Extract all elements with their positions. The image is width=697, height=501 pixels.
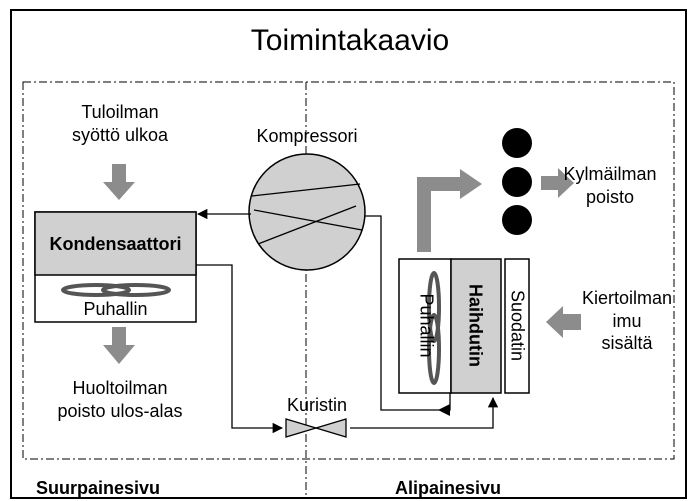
exhaust-label: Huoltoilman poisto ulos-alas — [25, 377, 215, 422]
intake-label: Tuloilman syöttö ulkoa — [40, 101, 200, 146]
return-line-arrowhead — [438, 404, 450, 416]
return-air-label: Kiertoilman imu sisältä — [567, 287, 687, 355]
condenser-fan-label: Puhallin — [83, 299, 148, 319]
outlet-dot-1 — [502, 128, 532, 158]
outlet-dot-3 — [502, 205, 532, 235]
evaporator-label: Haihdutin — [465, 284, 486, 367]
cold-air-line-1: Kylmäilman — [563, 164, 657, 184]
intake-line-2: syöttö ulkoa — [71, 124, 169, 145]
return-air-line-3: sisältä — [601, 333, 653, 353]
intake-arrow — [103, 164, 135, 200]
outer-frame — [10, 9, 687, 499]
diagram-title: Toimintakaavio — [250, 24, 450, 57]
cold-air-bent-arrow — [417, 177, 462, 252]
outlet-dot-2 — [502, 167, 532, 197]
low-pressure-side-label: Alipainesivu — [395, 478, 502, 498]
return-air-line-1: Kiertoilman — [581, 288, 673, 308]
evaporator-fan-label: Puhallin — [416, 293, 437, 358]
compressor-icon — [248, 153, 366, 271]
condenser-coil — [34, 211, 197, 276]
system-boundary — [22, 81, 675, 460]
evaporator-fan-icon — [427, 271, 441, 385]
evaporator-fan-box — [398, 258, 452, 394]
return-air-line-2: imu — [612, 310, 642, 331]
cold-air-label: Kylmäilman poisto — [550, 163, 670, 208]
exhaust-line-2: poisto ulos-alas — [57, 400, 183, 421]
cold-air-out-arrow — [541, 168, 574, 198]
high-pressure-side-label: Suurpainesivu — [36, 478, 161, 498]
filter-box — [504, 258, 530, 394]
exhaust-arrow — [103, 327, 135, 364]
filter-label: Suodatin — [507, 289, 528, 362]
return-air-arrow — [546, 306, 581, 338]
intake-line-1: Tuloilman — [81, 102, 159, 122]
compressor-label: Kompressori — [256, 126, 358, 146]
cold-air-bent-arrowhead — [460, 169, 482, 199]
throttle-valve-icon — [285, 418, 347, 438]
evaporator-coil-box — [450, 258, 502, 394]
throttle-label: Kuristin — [286, 395, 348, 415]
exhaust-line-1: Huoltoilman — [72, 378, 168, 398]
condenser-label: Kondensaattori — [49, 234, 182, 254]
condenser-fan-icon — [61, 283, 171, 297]
cold-air-line-2: poisto — [585, 186, 635, 207]
